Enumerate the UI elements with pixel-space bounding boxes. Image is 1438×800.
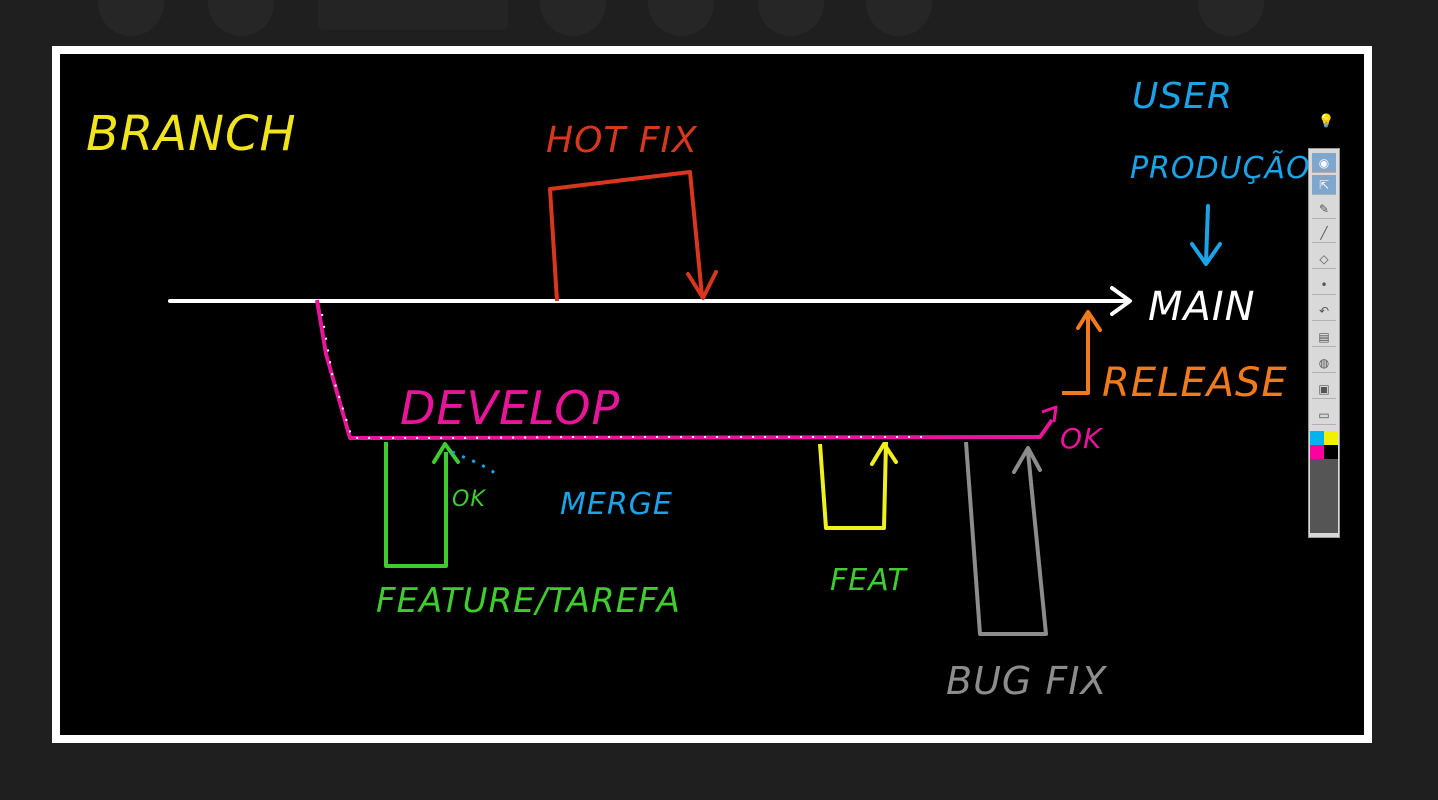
background-blob xyxy=(540,0,606,36)
feature-path xyxy=(384,442,448,568)
release-arrow-head xyxy=(1076,310,1102,332)
develop-branch-line xyxy=(315,299,1054,440)
color-swatch-black[interactable] xyxy=(1324,445,1338,459)
palette-icon[interactable]: ◍ xyxy=(1312,353,1336,373)
label-ok-merge: OK xyxy=(452,487,486,512)
line-icon[interactable]: ╱ xyxy=(1312,223,1336,243)
background-blob xyxy=(758,0,824,36)
hotfix-path xyxy=(548,170,704,302)
whiteboard-canvas[interactable]: BRANCH HOT FIX USER PRODUÇÃO MAIN DEVELO… xyxy=(60,54,1364,735)
color-swatch-gray[interactable] xyxy=(1310,459,1338,533)
user-arrow-line xyxy=(1204,204,1210,264)
color-swatch-yellow[interactable] xyxy=(1324,431,1338,445)
drawing-toolbar: ◉ ⇱ ✎ ╱ ◇ • ↶ ▤ ◍ ▣ ▭ xyxy=(1308,148,1340,538)
whiteboard-frame: BRANCH HOT FIX USER PRODUÇÃO MAIN DEVELO… xyxy=(52,46,1372,743)
pointer-icon[interactable]: ⇱ xyxy=(1312,175,1336,195)
hotfix-arrow-head xyxy=(686,270,718,300)
merge-dots xyxy=(451,450,501,478)
label-develop: DEVELOP xyxy=(400,381,620,435)
background-block xyxy=(318,0,508,30)
label-main: MAIN xyxy=(1148,284,1256,330)
diagram-title: BRANCH xyxy=(86,106,297,162)
develop-arrow-head xyxy=(1041,405,1058,423)
main-arrow-head xyxy=(1110,286,1132,316)
label-ok-release: OK xyxy=(1060,422,1104,455)
label-producao: PRODUÇÃO xyxy=(1130,150,1311,186)
background-blob xyxy=(648,0,714,36)
background-blob xyxy=(98,0,164,36)
feat-path xyxy=(818,441,888,530)
pencil-icon[interactable]: ✎ xyxy=(1312,199,1336,219)
bugfix-path xyxy=(964,441,1048,636)
label-release: RELEASE xyxy=(1102,360,1288,406)
eye-icon[interactable]: ◉ xyxy=(1312,153,1336,173)
color-swatch-magenta[interactable] xyxy=(1310,445,1324,459)
eraser-icon[interactable]: ◇ xyxy=(1312,249,1336,269)
label-hotfix: HOT FIX xyxy=(546,120,698,161)
label-bugfix: BUG FIX xyxy=(946,659,1108,703)
label-user: USER xyxy=(1132,76,1233,117)
label-feature: FEATURE/TAREFA xyxy=(376,581,681,621)
feature-arrow-head xyxy=(432,442,460,464)
label-feat: FEAT xyxy=(830,563,909,598)
background-blob xyxy=(1198,0,1264,36)
release-path xyxy=(1062,316,1090,395)
feat-arrow-head xyxy=(870,442,898,466)
background-blob xyxy=(866,0,932,36)
bugfix-arrow-head xyxy=(1012,446,1042,474)
background-blob xyxy=(208,0,274,36)
color-swatch-cyan[interactable] xyxy=(1310,431,1324,445)
trash-icon[interactable]: ▤ xyxy=(1312,327,1336,347)
clipboard-icon[interactable]: ▭ xyxy=(1312,405,1336,425)
undo-icon[interactable]: ↶ xyxy=(1312,301,1336,321)
lightbulb-icon[interactable]: 💡 xyxy=(1318,114,1335,129)
dot-icon[interactable]: • xyxy=(1312,275,1336,295)
branch-diagram: BRANCH HOT FIX USER PRODUÇÃO MAIN DEVELO… xyxy=(86,76,1311,703)
camera-icon[interactable]: ▣ xyxy=(1312,379,1336,399)
label-merge: MERGE xyxy=(560,487,673,522)
user-arrow-head xyxy=(1190,242,1222,266)
develop-dots xyxy=(321,313,930,439)
